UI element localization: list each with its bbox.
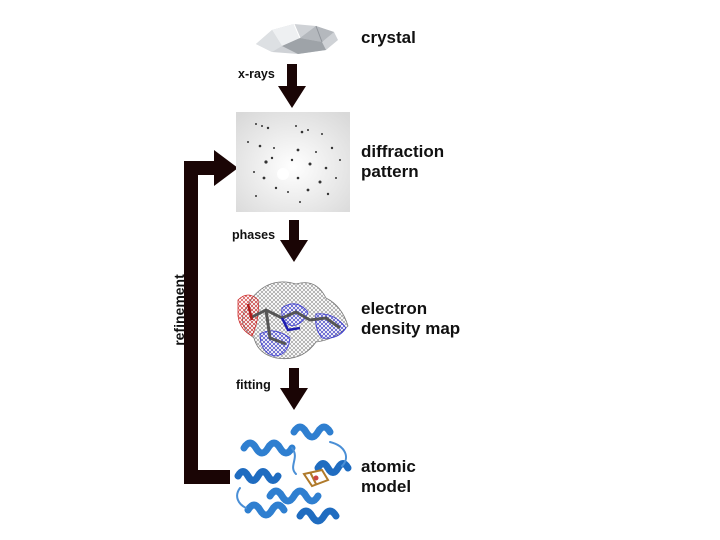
- diffraction-label-line1: diffraction: [361, 142, 445, 161]
- density-label-line2: density map: [361, 319, 461, 338]
- model-label-line2: model: [361, 477, 412, 496]
- electron-density-map-image: [237, 281, 349, 360]
- crystal-label: crystal: [361, 28, 416, 47]
- x-rays-label: x-rays: [238, 67, 275, 81]
- refinement-loop-arrow: [184, 150, 238, 484]
- diffraction-pattern-image: [236, 112, 350, 212]
- crystal-image: [256, 23, 338, 54]
- fitting-label: fitting: [236, 378, 271, 392]
- atomic-model-image: [234, 423, 352, 525]
- phases-label: phases: [232, 228, 276, 242]
- down-arrow-icon: [280, 220, 308, 262]
- diffraction-label-line2: pattern: [361, 162, 419, 181]
- down-arrow-icon: [278, 64, 306, 108]
- refinement-label: refinement: [171, 274, 187, 346]
- density-label-line1: electron: [361, 299, 428, 318]
- model-label-line1: atomic: [361, 457, 416, 476]
- down-arrow-icon: [280, 368, 308, 410]
